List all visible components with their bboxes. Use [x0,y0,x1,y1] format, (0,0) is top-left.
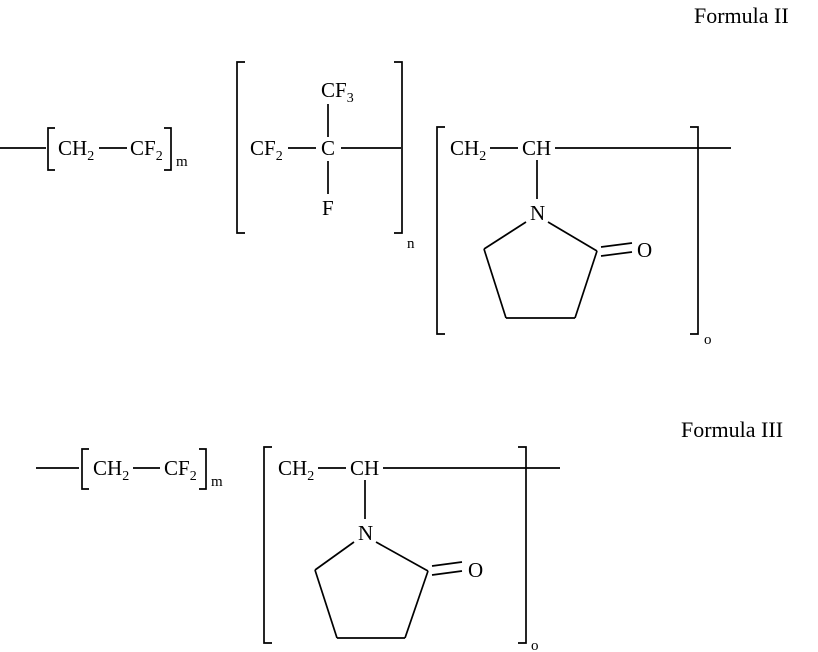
bracket-open [236,61,245,234]
ring-bond [547,221,598,252]
group-cf2: CF2 [164,456,197,484]
ring-bond [314,541,355,571]
formula-iii: Formula III CH2 CF2 m CH2 CH o N [36,417,783,652]
repeat-subscript-o: o [531,638,539,652]
bracket-close [690,126,699,335]
group-cf2: CF2 [130,136,163,164]
double-bond-line [431,570,463,576]
ring-bond [483,221,527,250]
repeat-subscript-n: n [407,236,415,252]
group-cf2: CF2 [250,136,283,164]
formula-ii-title: Formula II [694,3,789,28]
group-ch: CH [522,136,551,160]
bracket-open [436,126,445,335]
bracket-close [199,448,207,490]
group-ch2: CH2 [278,456,314,484]
group-c: C [321,136,335,160]
ring-nitrogen: N [530,201,545,225]
ring-bond [404,570,429,639]
ring-bond [314,569,338,639]
ring-bond [375,541,429,572]
group-f: F [322,196,334,220]
repeat-subscript-m: m [211,474,223,490]
repeat-subscript-o: o [704,332,712,348]
ring-bond [574,250,598,319]
bracket-open [47,127,55,171]
ring-bond [483,248,507,319]
double-bond-line [600,251,633,257]
double-bond-line [431,561,463,567]
carbonyl-oxygen: O [637,238,652,262]
bracket-close [164,127,172,171]
bracket-close [394,61,403,234]
group-ch2: CH2 [93,456,129,484]
ring-nitrogen: N [358,521,373,545]
formula-iii-title: Formula III [681,417,783,442]
bracket-open [81,448,89,490]
carbonyl-oxygen: O [468,558,483,582]
bracket-open [263,446,272,644]
double-bond-line [600,242,633,248]
group-ch: CH [350,456,379,480]
repeat-subscript-m: m [176,154,188,170]
group-cf3: CF3 [321,78,354,106]
bracket-close [518,446,527,644]
group-ch2: CH2 [58,136,94,164]
formula-ii: Formula II CH2 CF2 m CF2 C CF3 F n CH [0,3,789,348]
group-ch2: CH2 [450,136,486,164]
